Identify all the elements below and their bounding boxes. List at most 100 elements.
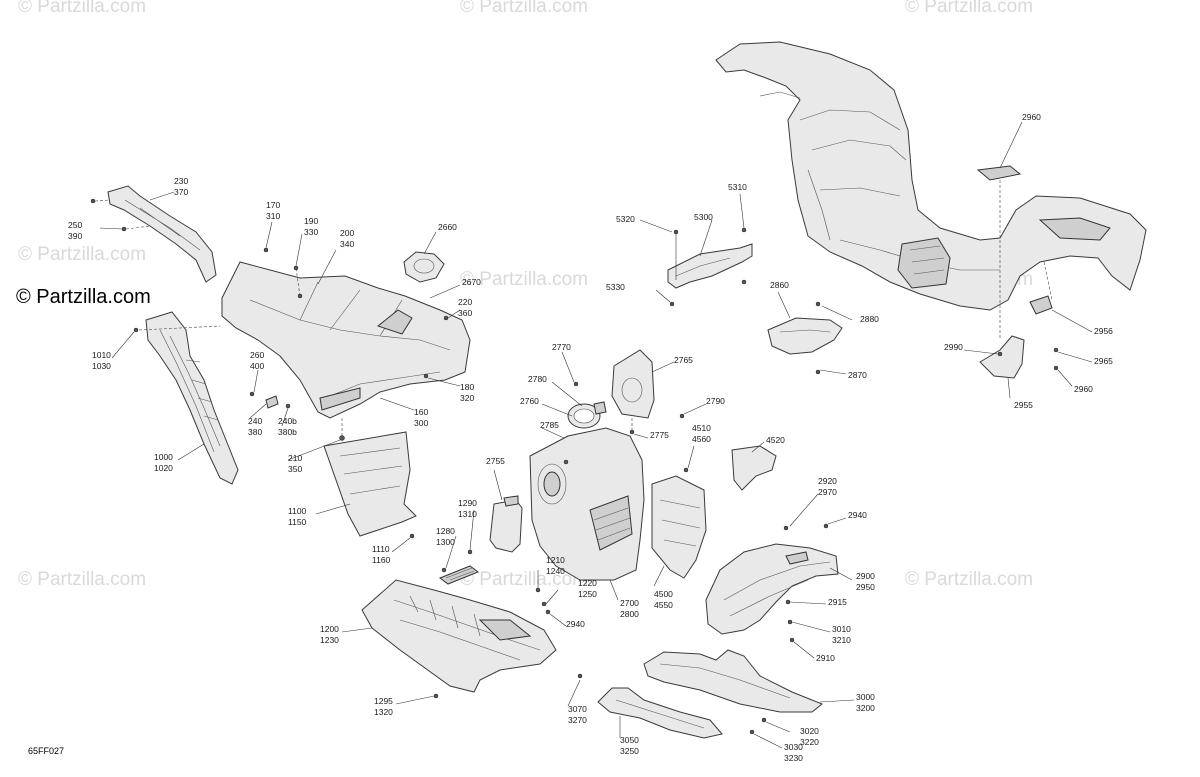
callout-part-number: 240b <box>278 416 297 426</box>
callout-part-number: 3220 <box>800 737 819 747</box>
callout-part-number: 3250 <box>620 746 639 756</box>
callout-part-number: 240 <box>248 416 262 426</box>
callout-part-number: 2915 <box>828 597 847 607</box>
part-ring-bezel <box>567 401 607 429</box>
callout-part-number: 2670 <box>462 277 481 287</box>
assembly-line <box>1043 261 1053 301</box>
callout-part-number: 1020 <box>154 463 173 473</box>
callout-part-number: 220 <box>458 297 472 307</box>
callout-part-number: 200 <box>340 228 354 238</box>
watermark-text: © Partzilla.com <box>460 569 588 590</box>
callout-part-number: 3230 <box>784 753 803 763</box>
part-left-side-panel <box>133 311 239 485</box>
callout-part-number: 320 <box>460 393 474 403</box>
callout-part-number: 3200 <box>856 703 875 713</box>
callout-part-number: 400 <box>250 361 264 371</box>
callout-part-number: 2800 <box>620 609 639 619</box>
callout-part-number: 1030 <box>92 361 111 371</box>
callout-part-number: 2900 <box>856 571 875 581</box>
part-bracket-5300 <box>667 227 753 307</box>
callout-part-number: 2970 <box>818 487 837 497</box>
callout-part-number: 170 <box>266 200 280 210</box>
callout-part-number: 250 <box>68 220 82 230</box>
callout-part-number: 3050 <box>620 735 639 745</box>
watermark-layer: © Partzilla.com © Partzilla.com © Partzill… <box>18 0 1033 590</box>
part-bracket-2955 <box>979 335 1059 379</box>
part-floor-panel <box>361 579 557 699</box>
callout-part-number: 360 <box>458 308 472 318</box>
callout-part-number: 1300 <box>436 537 455 547</box>
callout-part-number: 2990 <box>944 342 963 352</box>
callout-part-number: 2910 <box>816 653 835 663</box>
callout-part-number: 2790 <box>706 396 725 406</box>
callout-part-number: 230 <box>174 176 188 186</box>
callout-part-number: 2785 <box>540 420 559 430</box>
callout-part-number: 3000 <box>856 692 875 702</box>
callout-part-number: 180 <box>460 382 474 392</box>
watermark-text: © Partzilla.com <box>18 0 146 17</box>
callout-part-number: 1295 <box>374 696 393 706</box>
part-center-console <box>529 427 645 581</box>
watermark-text: © Partzilla.com <box>905 569 1033 590</box>
part-lower-step-trim <box>577 673 767 739</box>
callout-part-number: 3010 <box>832 624 851 634</box>
callout-part-number: 1320 <box>374 707 393 717</box>
part-handle-trim-upper <box>90 185 217 283</box>
callout-part-number: 380b <box>278 427 297 437</box>
callout-part-number: 2956 <box>1094 326 1113 336</box>
callout-part-number: 1290 <box>458 498 477 508</box>
callout-part-number: 3270 <box>568 715 587 725</box>
brand-text: © Partzilla.com <box>16 286 151 308</box>
callout-part-number: 380 <box>248 427 262 437</box>
callout-part-number: 3030 <box>784 742 803 752</box>
callout-part-number: 190 <box>304 216 318 226</box>
leader-dash <box>138 325 221 331</box>
parts-illustrations <box>90 41 1147 739</box>
callout-part-number: 1010 <box>92 350 111 360</box>
callout-part-number: 4510 <box>692 423 711 433</box>
callout-part-number: 1230 <box>320 635 339 645</box>
part-clip-2956 <box>1029 295 1053 315</box>
callout-part-number: 370 <box>174 187 188 197</box>
callout-part-number: 1210 <box>546 555 565 565</box>
callout-part-number: 1310 <box>458 509 477 519</box>
callout-part-number: 350 <box>288 464 302 474</box>
part-bracket-2765 <box>573 349 685 435</box>
callout-part-number: 2775 <box>650 430 669 440</box>
brand-logo: © Partzilla.com <box>16 286 151 308</box>
callout-part-number: 340 <box>340 239 354 249</box>
callout-part-number: 5330 <box>606 282 625 292</box>
part-right-inner-fender <box>705 523 839 643</box>
callout-part-number: 2960 <box>1074 384 1093 394</box>
callout-part-number: 1220 <box>578 578 597 588</box>
callout-part-number: 310 <box>266 211 280 221</box>
callout-part-number: 2965 <box>1094 356 1113 366</box>
callout-part-number: 2860 <box>770 280 789 290</box>
callout-part-number: 2920 <box>818 476 837 486</box>
callout-part-number: 2765 <box>674 355 693 365</box>
part-small-tab-2960 <box>976 165 1022 181</box>
callout-part-number: 2660 <box>438 222 457 232</box>
callout-part-number: 2700 <box>620 598 639 608</box>
callout-part-number: 2940 <box>848 510 867 520</box>
callout-part-number: 1100 <box>288 506 307 516</box>
callout-part-number: 1240 <box>546 566 565 576</box>
part-front-body-tub <box>715 41 1147 311</box>
diagram-id: 65FF027 <box>28 746 64 756</box>
part-fasteners-center <box>535 587 551 615</box>
callout-part-number: 2755 <box>486 456 505 466</box>
callout-part-number: 2880 <box>860 314 879 324</box>
part-bracket-2860 <box>767 301 843 375</box>
callout-part-number: 3210 <box>832 635 851 645</box>
callout-part-number: 390 <box>68 231 82 241</box>
part-lower-right-trim <box>643 649 823 713</box>
part-cover-plate <box>489 495 523 553</box>
callout-part-number: 260 <box>250 350 264 360</box>
callout-part-number: 3020 <box>800 726 819 736</box>
part-lower-side-shield <box>323 431 417 539</box>
callout-part-number: 2940 <box>566 619 585 629</box>
callout-part-number: 4550 <box>654 600 673 610</box>
callout-part-number: 5310 <box>728 182 747 192</box>
callout-part-number: 4560 <box>692 434 711 444</box>
